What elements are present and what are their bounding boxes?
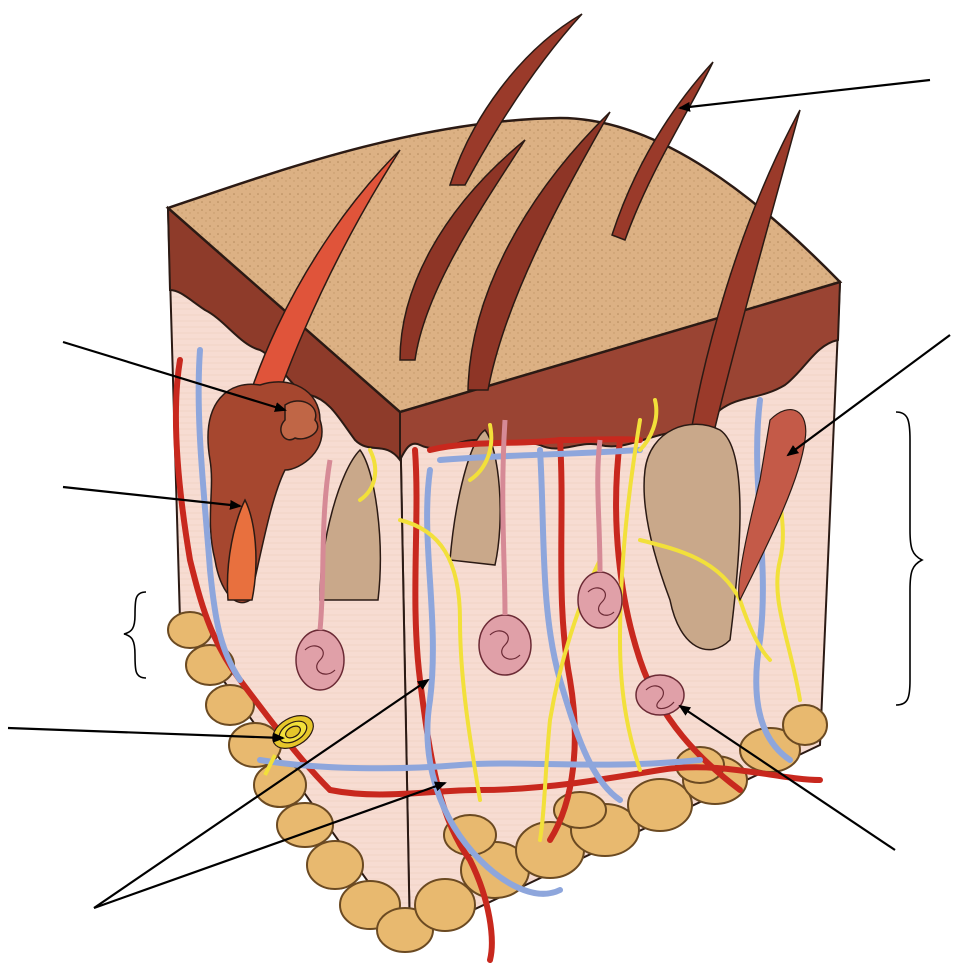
bracket-hypodermis (124, 592, 146, 678)
bracket-dermis (896, 412, 922, 705)
arrow-hair-shaft (680, 80, 930, 108)
